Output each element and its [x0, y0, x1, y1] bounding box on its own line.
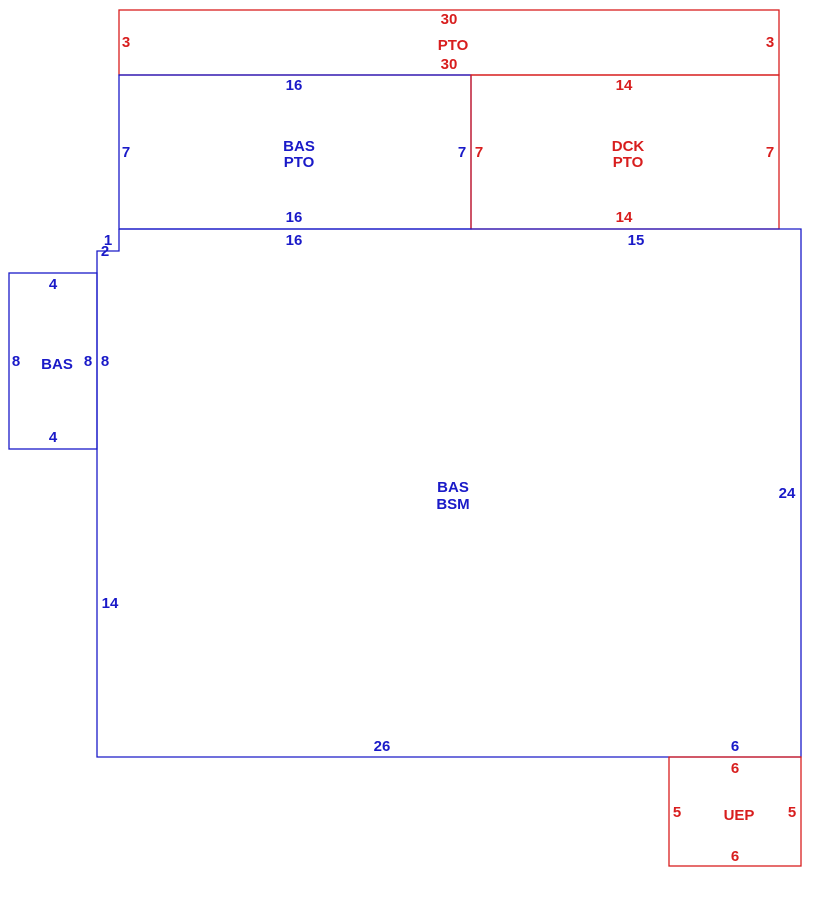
bas-bsm-dim-top-left: 16: [286, 232, 303, 249]
area-bas-pto[interactable]: 16 BAS PTO 16 7 7: [118, 74, 472, 230]
uep-label: UEP: [724, 807, 755, 824]
pto-top-dim-left: 3: [122, 34, 130, 51]
dck-pto-dim-top: 14: [616, 77, 633, 94]
bas-bsm-dim-bottom: 26: [374, 738, 391, 755]
bas-bsm-dim-notch-side: 2: [101, 243, 109, 260]
dck-pto-dim-left: 7: [475, 144, 483, 161]
dck-pto-label-2: PTO: [613, 154, 644, 171]
uep-dim-top: 6: [731, 760, 739, 777]
dck-pto-dim-right: 7: [766, 144, 774, 161]
dck-pto-label-1: DCK: [612, 138, 645, 155]
bas-left-dim-top: 4: [49, 276, 58, 293]
bas-pto-label-2: PTO: [284, 154, 315, 171]
pto-top-label: PTO: [438, 37, 469, 54]
bas-bsm-dim-bottom-right: 6: [731, 738, 739, 755]
area-bas-left[interactable]: 4 BAS 4 8 8: [8, 272, 98, 450]
bas-left-dim-right: 8: [84, 353, 92, 370]
bas-pto-dim-top: 16: [286, 77, 303, 94]
area-uep-outline: [668, 756, 802, 867]
area-bas-bsm[interactable]: 16 15 1 2 8 BAS BSM 24 14 26 6: [96, 228, 802, 758]
bas-pto-dim-right: 7: [458, 144, 466, 161]
uep-dim-bottom: 6: [731, 848, 739, 865]
bas-bsm-dim-left-upper: 8: [101, 353, 109, 370]
pto-top-dim-bottom: 30: [441, 56, 458, 73]
bas-bsm-dim-notch-top: 1: [104, 232, 112, 249]
pto-top-dim-right: 3: [766, 34, 774, 51]
uep-dim-right: 5: [788, 804, 796, 821]
bas-left-label: BAS: [41, 356, 73, 373]
area-bas-bsm-outline: [96, 228, 802, 758]
bas-bsm-dim-left-lower: 14: [102, 595, 119, 612]
bas-bsm-dim-right: 24: [779, 485, 796, 502]
bas-pto-dim-left: 7: [122, 144, 130, 161]
area-dck-pto[interactable]: 14 DCK PTO 14 7 7: [470, 74, 780, 230]
area-pto-top[interactable]: 30 PTO 30 3 3: [118, 9, 780, 76]
bas-bsm-dim-top-right: 15: [628, 232, 645, 249]
area-uep[interactable]: 6 UEP 6 5 5: [668, 756, 802, 867]
bas-pto-dim-bottom: 16: [286, 209, 303, 226]
pto-top-dim-top: 30: [441, 11, 458, 28]
bas-left-dim-left: 8: [12, 353, 20, 370]
uep-dim-left: 5: [673, 804, 681, 821]
bas-bsm-label-1: BAS: [437, 479, 469, 496]
bas-left-dim-bottom: 4: [49, 429, 58, 446]
dck-pto-dim-bottom: 14: [616, 209, 633, 226]
bas-bsm-label-2: BSM: [436, 496, 469, 513]
bas-pto-label-1: BAS: [283, 138, 315, 155]
